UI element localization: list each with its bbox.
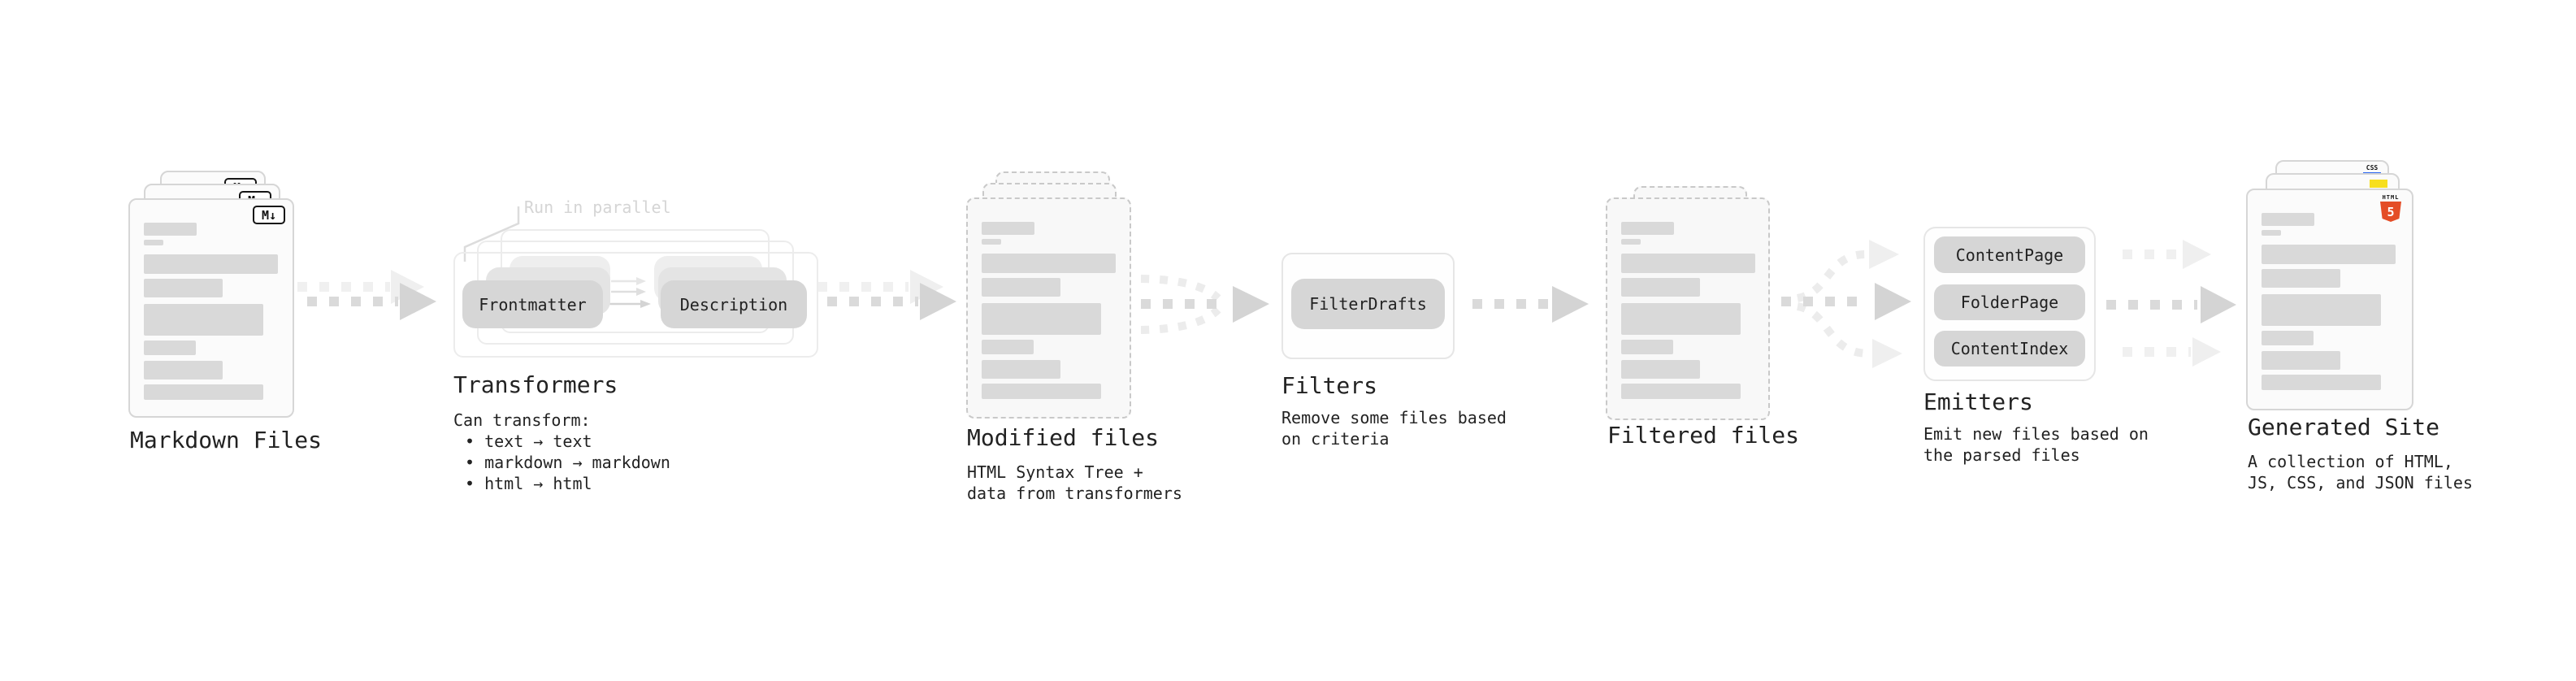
generated-site-description: A collection of HTML, JS, CSS, and JSON …	[2248, 451, 2473, 493]
placeholder-line	[2262, 245, 2396, 264]
html-document-card: HTML 5	[2246, 189, 2413, 410]
stage-title-filters: Filters	[1281, 372, 1378, 399]
placeholder-line	[2262, 351, 2340, 370]
html5-icon-label: HTML	[2382, 194, 2400, 201]
placeholder-line	[144, 304, 263, 336]
description-line: HTML Syntax Tree +	[967, 462, 1143, 482]
placeholder-line	[2262, 230, 2281, 236]
frontmatter-pill: Frontmatter	[462, 280, 603, 328]
annotation-leader-line	[463, 206, 520, 262]
placeholder-line	[982, 303, 1101, 335]
html5-icon-shield: 5	[2380, 202, 2401, 222]
document-placeholder-lines	[982, 222, 1121, 409]
transformer-layer-box	[453, 252, 818, 358]
placeholder-line	[144, 240, 163, 245]
description-line: A collection of HTML,	[2248, 452, 2453, 471]
document-placeholder-lines	[144, 223, 284, 408]
js-icon	[2370, 180, 2387, 188]
modified-files-stack	[966, 171, 1131, 420]
transformers-description: Can transform: • text → text • markdown …	[453, 410, 670, 494]
placeholder-line	[982, 278, 1060, 297]
filtered-files-stack	[1606, 186, 1770, 422]
placeholder-line	[982, 340, 1034, 354]
generated-site-stack: CSS HTML 5	[2246, 160, 2413, 412]
stage-title-markdown-files: Markdown Files	[130, 427, 323, 453]
placeholder-line	[982, 360, 1060, 379]
contentpage-pill: ContentPage	[1934, 236, 2085, 273]
emitters-description: Emit new files based on the parsed files	[1923, 423, 2149, 466]
arrow-filters-to-filtered	[1472, 286, 1589, 323]
description-line: data from transformers	[967, 484, 1182, 503]
filtered-document-card	[1606, 197, 1770, 420]
modified-files-description: HTML Syntax Tree + data from transformer…	[967, 462, 1182, 504]
stage-title-emitters: Emitters	[1923, 388, 2033, 415]
description-line: the parsed files	[1923, 445, 2080, 465]
parallel-run-arrows	[608, 277, 651, 308]
stage-title-filtered-files: Filtered files	[1607, 422, 1800, 449]
placeholder-line	[982, 239, 1001, 245]
markdown-document-card: M↓	[128, 198, 294, 418]
modified-document-card	[966, 197, 1131, 419]
placeholder-line	[1621, 222, 1674, 235]
placeholder-line	[144, 340, 196, 355]
filterdrafts-pill: FilterDrafts	[1291, 279, 1445, 329]
description-line: JS, CSS, and JSON files	[2248, 473, 2473, 492]
folderpage-pill: FolderPage	[1934, 284, 2085, 320]
placeholder-line	[982, 384, 1101, 399]
arrow-modified-to-filters	[1140, 275, 1269, 334]
placeholder-line	[2262, 294, 2381, 326]
description-line: Remove some files based	[1281, 408, 1507, 427]
placeholder-line	[144, 384, 263, 400]
placeholder-line	[1621, 340, 1673, 354]
placeholder-line	[144, 223, 197, 236]
placeholder-line	[982, 254, 1116, 273]
placeholder-line	[2262, 269, 2340, 288]
markdown-files-stack: M↓ M↓ M↓	[128, 171, 294, 419]
stage-title-transformers: Transformers	[453, 371, 618, 398]
stage-title-modified-files: Modified files	[967, 424, 1160, 451]
arrow-emitters-to-generated	[2106, 240, 2236, 367]
filters-description: Remove some files based on criteria	[1281, 407, 1507, 449]
html5-icon-number: 5	[2387, 204, 2395, 219]
bullet-line: • markdown → markdown	[465, 453, 670, 472]
arrow-transformers-to-modified	[817, 270, 956, 320]
html5-icon: HTML 5	[2380, 194, 2401, 222]
placeholder-line	[144, 279, 223, 297]
placeholder-line	[144, 254, 278, 274]
placeholder-line	[1621, 360, 1700, 379]
bullet-line: • text → text	[465, 432, 592, 451]
placeholder-line	[1621, 278, 1700, 297]
arrow-filtered-to-emitters	[1781, 240, 1911, 368]
arrow-markdown-to-transformers	[297, 270, 436, 320]
placeholder-line	[2262, 331, 2314, 345]
markdown-icon: M↓	[253, 206, 285, 224]
placeholder-line	[144, 361, 223, 380]
placeholder-line	[1621, 239, 1641, 245]
document-placeholder-lines	[2262, 213, 2404, 401]
placeholder-line	[1621, 303, 1741, 335]
description-line: Emit new files based on	[1923, 424, 2149, 444]
run-in-parallel-annotation: Run in parallel	[524, 197, 671, 217]
placeholder-line	[1621, 384, 1741, 399]
css-icon-label: CSS	[2366, 164, 2379, 171]
document-placeholder-lines	[1621, 222, 1760, 410]
description-line: Can transform:	[453, 410, 591, 430]
stage-title-generated-site: Generated Site	[2248, 414, 2440, 440]
description-line: on criteria	[1281, 429, 1390, 449]
placeholder-line	[982, 222, 1034, 235]
placeholder-line	[1621, 254, 1755, 273]
contentindex-pill: ContentIndex	[1934, 331, 2085, 367]
placeholder-line	[2262, 375, 2381, 390]
placeholder-line	[2262, 213, 2314, 226]
description-pill: Description	[661, 280, 807, 328]
bullet-line: • html → html	[465, 474, 592, 493]
